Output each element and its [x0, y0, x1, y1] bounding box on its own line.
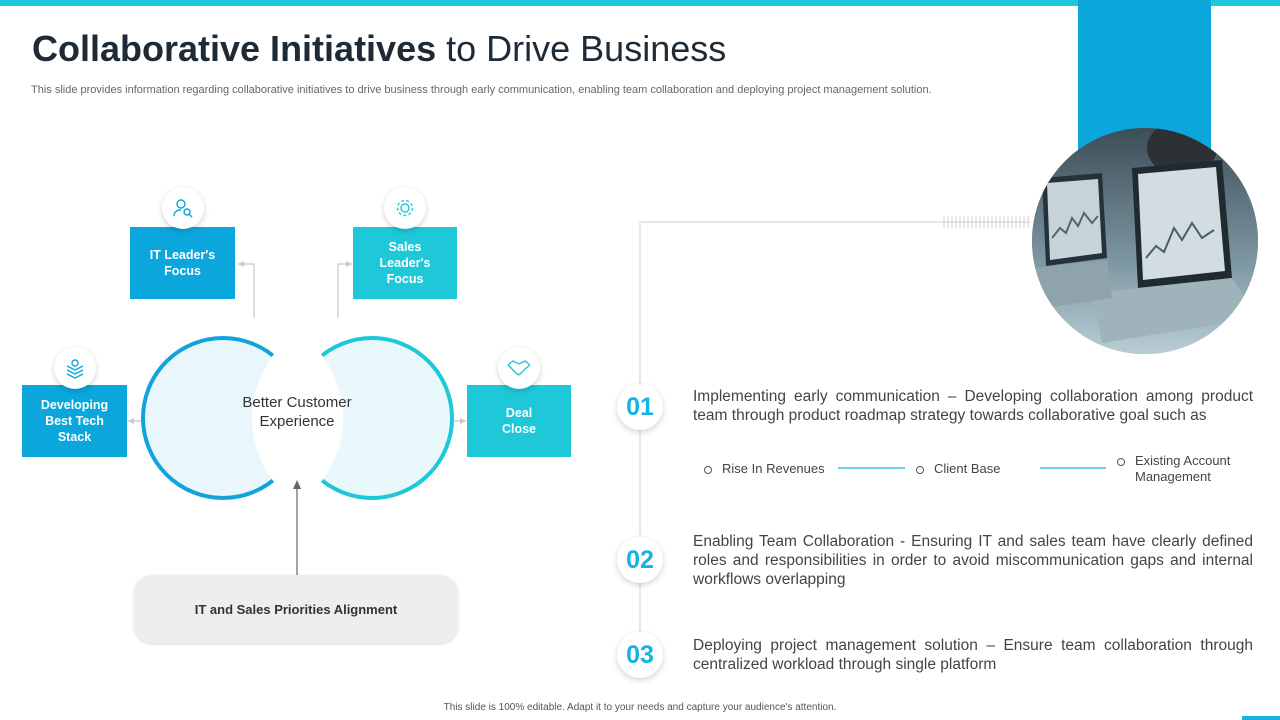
venn-overlap	[251, 332, 344, 504]
laptop-photo-illustration	[1032, 128, 1258, 354]
user-search-icon	[162, 187, 204, 229]
box-deal-close: Deal Close	[467, 385, 571, 457]
page-subtitle: This slide provides information regardin…	[31, 84, 932, 96]
sub-bullet-label: Existing Account Management	[1135, 453, 1231, 484]
point-number-01: 01	[617, 384, 663, 430]
box-developing-tech-stack: Developing Best Tech Stack	[22, 385, 127, 457]
alignment-arrow-head	[293, 480, 301, 489]
bullet-dot	[704, 466, 712, 474]
handshake-icon	[498, 347, 540, 389]
point-text-02: Enabling Team Collaboration - Ensuring I…	[693, 533, 1253, 588]
venn-center-label: Better Customer Experience	[242, 394, 352, 430]
point-text-03: Deploying project management solution – …	[693, 637, 1253, 673]
page-title: Collaborative Initiatives to Drive Busin…	[32, 28, 726, 70]
box-sales-leaders-focus: Sales Leader's Focus	[353, 227, 457, 299]
laptop-photo	[1032, 128, 1258, 354]
corner-accent-bar	[1242, 716, 1280, 720]
point-number-02: 02	[617, 537, 663, 583]
box-it-leaders-focus-label: IT Leader's Focus	[149, 248, 216, 278]
point-number-03: 03	[617, 632, 663, 678]
title-bold: Collaborative Initiatives	[32, 28, 437, 69]
sub-bullet-label: Rise In Revenues	[722, 461, 825, 476]
layers-icon	[54, 347, 96, 389]
priorities-alignment-pill: IT and Sales Priorities Alignment	[134, 575, 458, 643]
sub-bullet-client-base: Client Base	[916, 461, 1000, 476]
venn-diagram	[128, 261, 466, 575]
bullet-dot	[1117, 458, 1125, 466]
footer-note: This slide is 100% editable. Adapt it to…	[443, 702, 837, 713]
box-sales-leaders-focus-label: Sales Leader's Focus	[379, 240, 431, 286]
sub-bullet-rise-in-revenues: Rise In Revenues	[704, 461, 825, 476]
bullet-dot	[916, 466, 924, 474]
sub-bullet-label: Client Base	[934, 461, 1001, 476]
top-accent-bar	[0, 0, 1280, 6]
box-deal-close-label: Deal Close	[501, 406, 537, 436]
sub-bullet-existing-account-management: Existing Account Management	[1117, 453, 1247, 485]
point-text-01: Implementing early communication – Devel…	[693, 388, 1253, 424]
title-rest: to Drive Business	[446, 28, 727, 69]
gear-icon	[384, 187, 426, 229]
box-developing-tech-stack-label: Developing Best Tech Stack	[40, 398, 109, 444]
box-it-leaders-focus: IT Leader's Focus	[130, 227, 235, 299]
